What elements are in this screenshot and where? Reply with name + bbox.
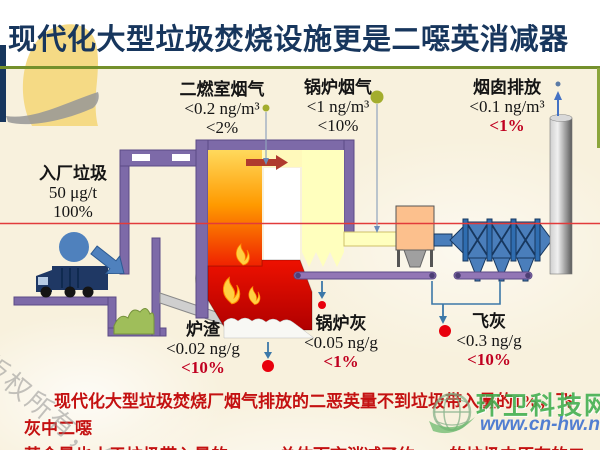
chimney	[549, 114, 573, 275]
measurement-label: 锅炉烟气	[304, 78, 372, 97]
boiler-ash-dot-icon	[318, 301, 326, 309]
globe-icon	[429, 392, 475, 434]
measurement-boiler-gas: 锅炉烟气 <1 ng/m³ <10%	[304, 78, 372, 135]
blue-dot-icon	[59, 232, 89, 262]
measurement-label: 二燃室烟气	[179, 80, 265, 99]
sample-point-dot-icon	[370, 90, 384, 104]
measurement-boiler-ash: 锅炉灰 <0.05 ng/g <1%	[304, 314, 378, 371]
scrubber-unit	[395, 205, 435, 268]
dump-arrow-icon	[90, 245, 125, 274]
measurement-percent: <1%	[323, 352, 359, 371]
title-accent-bar	[0, 45, 6, 122]
page-title: 现代化大型垃圾焚烧设施更是二噁英消减器	[8, 24, 569, 56]
measurement-value: <0.2 ng/m³	[184, 99, 260, 118]
right-edge-strip	[597, 68, 600, 148]
measurement-value: <0.02 ng/g	[166, 339, 240, 358]
measurement-percent: <2%	[205, 118, 239, 137]
measurement-percent: <10%	[317, 116, 359, 135]
boiler	[302, 150, 344, 267]
sampling-connectors	[262, 81, 562, 372]
measurement-label: 锅炉灰	[315, 314, 367, 333]
conclusion-line-2: 英含量也小于垃圾带入量的10%，总体而言消减了约80%的垃圾中原有的二噁英。	[24, 442, 586, 450]
measurement-value: <1 ng/m³	[306, 97, 370, 116]
title-underline	[0, 66, 600, 69]
flame-icon	[222, 243, 261, 305]
ash-conveyors	[293, 271, 533, 280]
measurement-secondary-combustion: 二燃室烟气 <0.2 ng/m³ <2%	[180, 80, 265, 137]
measurement-label: 入厂垃圾	[39, 164, 107, 183]
site-url: www.cn-hw.net	[480, 414, 600, 435]
incinerator-furnace	[195, 139, 355, 339]
measurement-input-waste: 入厂垃圾 50 μg/t 100%	[39, 164, 107, 221]
measurement-value: 50 μg/t	[48, 183, 98, 202]
measurement-percent: <1%	[489, 116, 525, 135]
flue-duct	[343, 231, 399, 247]
measurement-label: 飞灰	[472, 312, 506, 331]
measurement-label: 炉渣	[186, 320, 220, 339]
measurement-stack-emission: 烟囱排放 <0.1 ng/m³ <1%	[469, 78, 544, 135]
garbage-truck-icon	[36, 232, 108, 298]
measurement-value: <0.1 ng/m³	[469, 97, 545, 116]
site-watermark: 环卫科技网 www.cn-hw.net	[428, 386, 600, 446]
head-silhouette	[6, 24, 99, 126]
measurement-percent: <10%	[181, 358, 225, 377]
fly-ash-bracket	[431, 281, 501, 305]
measurement-slag: 炉渣 <0.02 ng/g <10%	[166, 320, 240, 377]
measurement-fly-ash: 飞灰 <0.3 ng/g <10%	[456, 312, 521, 369]
measurement-value: <0.3 ng/g	[456, 331, 522, 350]
sample-point-dot-icon	[262, 104, 270, 112]
measurement-percent: <10%	[467, 350, 511, 369]
measurement-percent: 100%	[53, 202, 93, 221]
measurement-value: <0.05 ng/g	[304, 333, 378, 352]
site-name: 环卫科技网	[476, 392, 600, 420]
slag-dot-icon	[262, 360, 274, 372]
fly-ash-dot-icon	[439, 325, 451, 337]
measurement-label: 烟囱排放	[472, 78, 541, 97]
